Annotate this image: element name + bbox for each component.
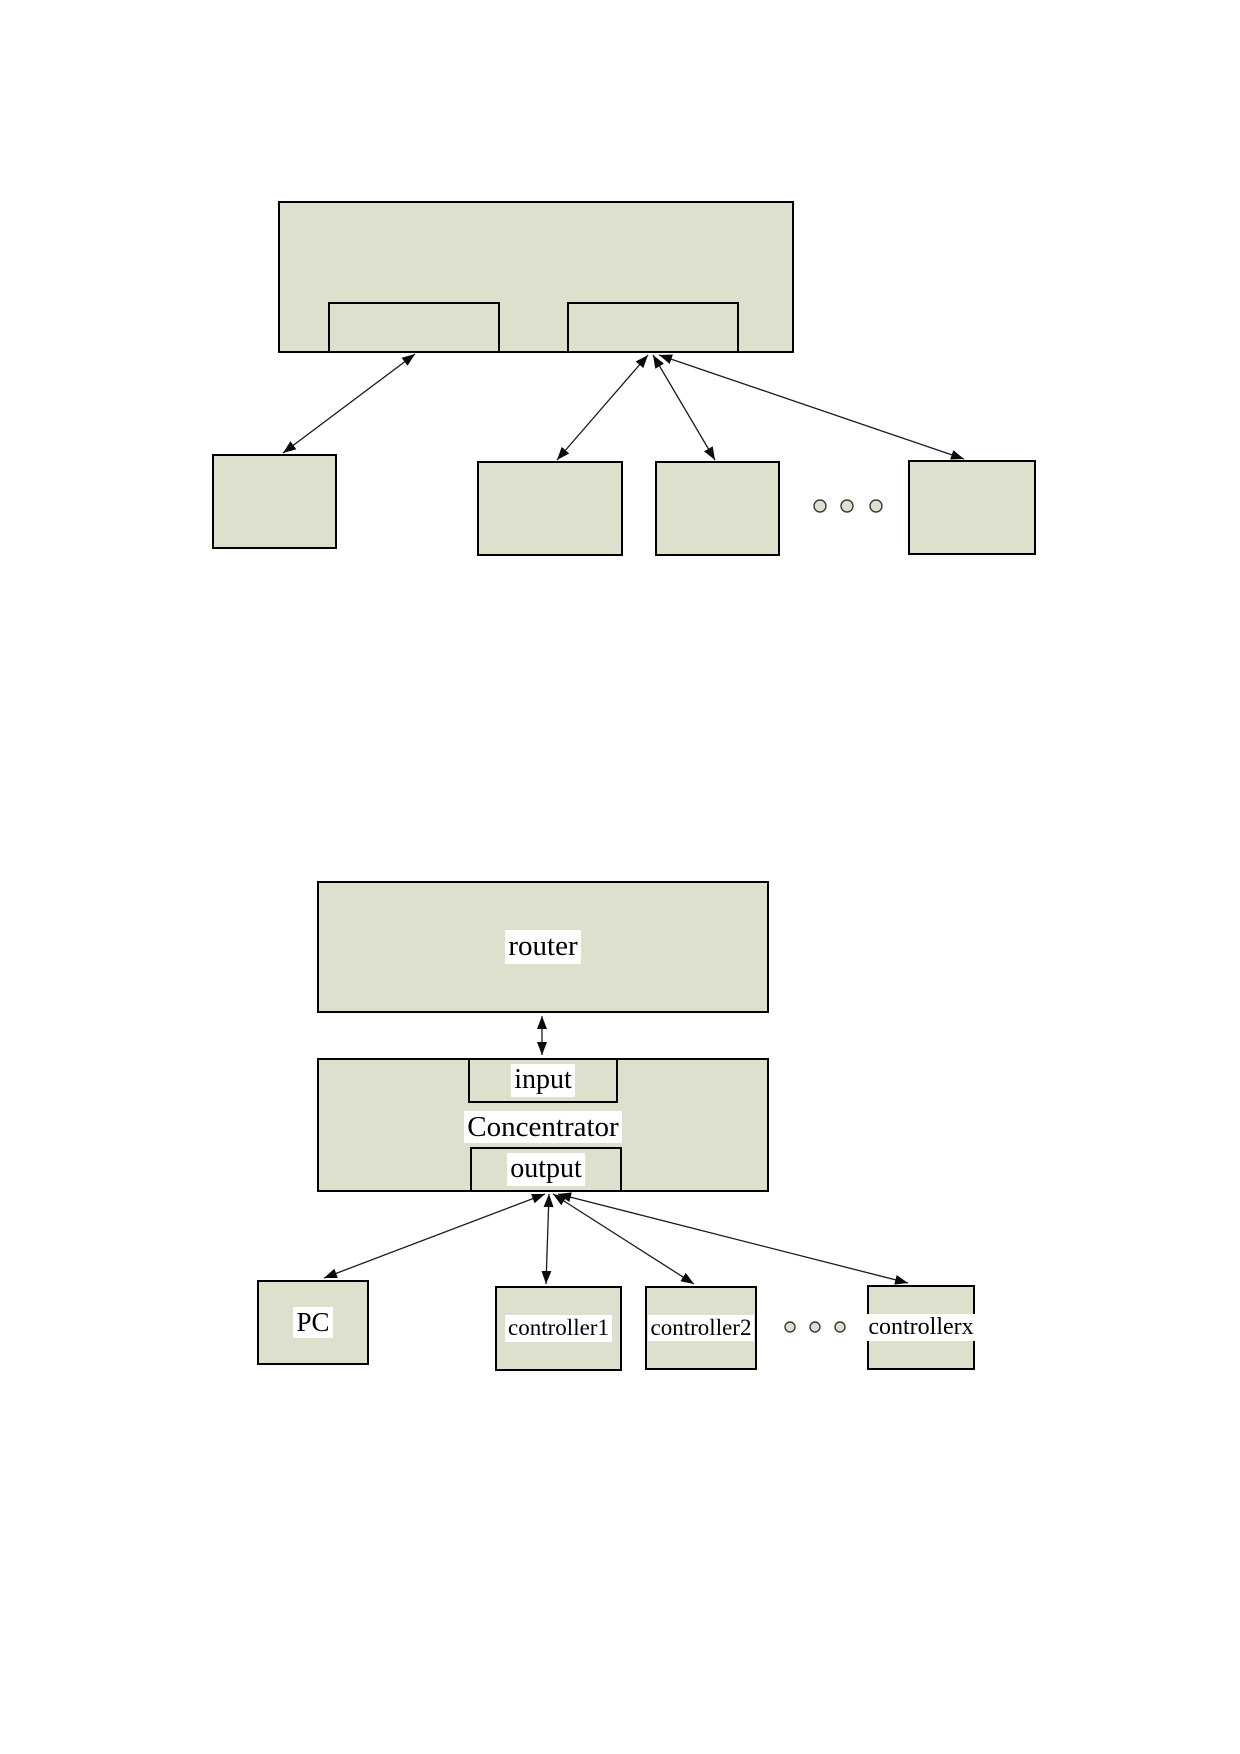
router-label: router xyxy=(505,930,581,964)
concentrator-label-row: Concentrator xyxy=(317,1111,769,1144)
input-label: input xyxy=(511,1064,575,1097)
top-leaf-box-3 xyxy=(655,461,780,556)
arrow-right-port-to-leaf-2 xyxy=(556,354,649,461)
bottom-continuation-dots-icon xyxy=(784,1321,846,1333)
top-leaf-box-4 xyxy=(908,460,1036,555)
controller1-box: controller1 xyxy=(495,1286,622,1371)
input-port-box: input xyxy=(468,1058,618,1103)
controller1-label: controller1 xyxy=(505,1315,612,1342)
top-continuation-dots-icon xyxy=(813,499,883,513)
top-leaf-box-2 xyxy=(477,461,623,556)
controllerx-box: controllerx xyxy=(865,1285,977,1370)
top-hub-right-port xyxy=(567,302,739,353)
output-port-box: output xyxy=(470,1147,622,1192)
pc-box: PC xyxy=(257,1280,369,1365)
arrow-left-port-to-leaf-1 xyxy=(282,353,416,454)
top-leaf-box-1 xyxy=(212,454,337,549)
top-hub-left-port xyxy=(328,302,500,353)
controller2-box: controller2 xyxy=(645,1286,757,1370)
output-label: output xyxy=(507,1153,585,1186)
router-box: router xyxy=(317,881,769,1013)
arrow-right-port-to-leaf-4 xyxy=(658,354,965,460)
controllerx-label: controllerx xyxy=(865,1313,977,1342)
pc-label: PC xyxy=(293,1306,333,1339)
arrow-output-to-controller2 xyxy=(552,1193,695,1285)
arrow-output-to-controllerx xyxy=(557,1192,909,1285)
arrow-right-port-to-leaf-3 xyxy=(652,354,716,461)
concentrator-label: Concentrator xyxy=(464,1111,622,1143)
controller2-label: controller2 xyxy=(647,1314,755,1342)
arrow-output-to-pc xyxy=(323,1193,546,1279)
arrow-output-to-controller1 xyxy=(541,1193,554,1285)
